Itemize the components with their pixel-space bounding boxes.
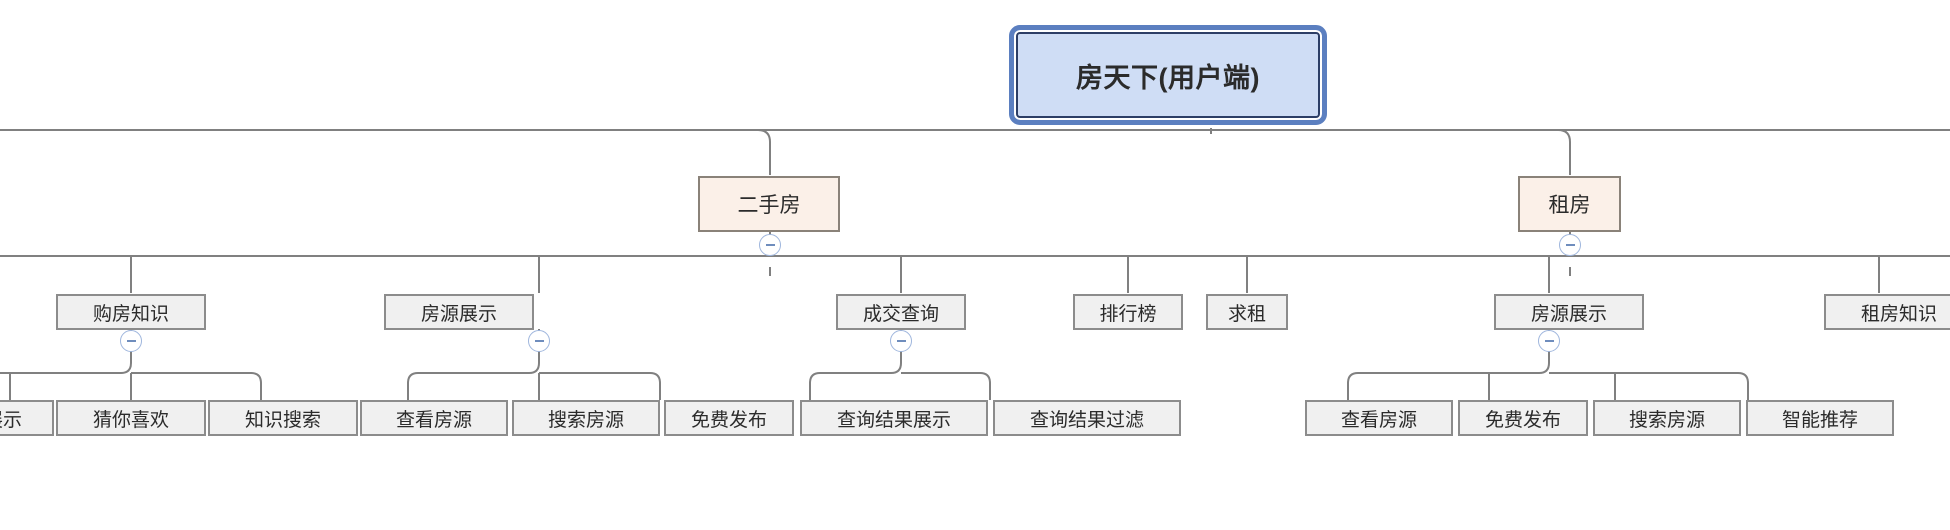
item-node-label: 房源展示: [1530, 303, 1607, 325]
leaf-node-label: 查看房源: [395, 409, 472, 431]
collapse-toggle-chengjiaochaxun[interactable]: [890, 330, 912, 352]
item-node-label: 租房知识: [1860, 303, 1937, 325]
minus-circle-icon: [534, 340, 544, 342]
leaf-node-label: 知识搜索: [244, 409, 321, 431]
root-node[interactable]: 房天下(用户端): [1009, 25, 1327, 125]
leaf-node-label: 搜索房源: [547, 409, 624, 431]
leaf-node-sousuofangyuan-zufang[interactable]: 搜索房源: [1593, 400, 1741, 436]
leaf-node-mianfeifabu-ershou[interactable]: 免费发布: [664, 400, 794, 436]
minus-circle-icon: [1565, 244, 1575, 246]
item-node-label: 排行榜: [1099, 303, 1157, 325]
leaf-node-chakanfangyuan-zufang[interactable]: 查看房源: [1305, 400, 1453, 436]
collapse-toggle-fangyuanzhanshi-zufang[interactable]: [1538, 330, 1560, 352]
leaf-node-label: 展示: [0, 409, 22, 431]
collapse-toggle-goufangzhishi[interactable]: [120, 330, 142, 352]
leaf-node-label: 智能推荐: [1781, 409, 1858, 431]
minus-circle-icon: [896, 340, 906, 342]
leaf-node-label: 免费发布: [1484, 409, 1561, 431]
leaf-node-zhishisousuo[interactable]: 知识搜索: [208, 400, 358, 436]
minus-circle-icon: [1544, 340, 1554, 342]
item-node-fangyuanzhanshi-zufang[interactable]: 房源展示: [1494, 294, 1644, 330]
item-node-label: 求租: [1227, 303, 1266, 325]
leaf-node-mianfeifabu-zufang[interactable]: 免费发布: [1458, 400, 1588, 436]
leaf-node-label: 免费发布: [690, 409, 767, 431]
leaf-node-zhanshi[interactable]: 展示: [0, 400, 54, 436]
item-node-label: 成交查询: [862, 303, 939, 325]
leaf-node-zhinengtuijian[interactable]: 智能推荐: [1746, 400, 1894, 436]
collapse-toggle-fangyuanzhanshi-ershou[interactable]: [528, 330, 550, 352]
leaf-node-chaxunjieguozhanshi[interactable]: 查询结果展示: [800, 400, 988, 436]
leaf-node-sousuofangyuan-ershou[interactable]: 搜索房源: [512, 400, 660, 436]
branch-node-zufang[interactable]: 租房: [1518, 176, 1621, 232]
item-node-fangyuanzhanshi-ershou[interactable]: 房源展示: [384, 294, 534, 330]
minus-circle-icon: [126, 340, 136, 342]
item-node-qiuzu[interactable]: 求租: [1206, 294, 1288, 330]
leaf-node-label: 查询结果展示: [836, 409, 951, 431]
leaf-node-cainixihuan[interactable]: 猜你喜欢: [56, 400, 206, 436]
root-node-label: 房天下(用户端): [1076, 62, 1260, 93]
item-node-goufangzhishi[interactable]: 购房知识: [56, 294, 206, 330]
item-node-zufangzhishi[interactable]: 租房知识: [1824, 294, 1950, 330]
branch-node-label: 二手房: [737, 194, 801, 217]
leaf-node-chakanfangyuan-ershou[interactable]: 查看房源: [360, 400, 508, 436]
item-node-paihangbang[interactable]: 排行榜: [1073, 294, 1183, 330]
leaf-node-label: 查看房源: [1340, 409, 1417, 431]
branch-node-label: 租房: [1548, 194, 1591, 217]
leaf-node-label: 猜你喜欢: [92, 409, 169, 431]
leaf-node-chaxunjieguoguolv[interactable]: 查询结果过滤: [993, 400, 1181, 436]
branch-node-ershoufang[interactable]: 二手房: [698, 176, 840, 232]
minus-circle-icon: [765, 244, 775, 246]
leaf-node-label: 搜索房源: [1628, 409, 1705, 431]
leaf-node-label: 查询结果过滤: [1029, 409, 1144, 431]
collapse-toggle-zufang[interactable]: [1559, 234, 1581, 256]
item-node-label: 购房知识: [92, 303, 169, 325]
item-node-label: 房源展示: [420, 303, 497, 325]
item-node-chengjiaochaxun[interactable]: 成交查询: [836, 294, 966, 330]
collapse-toggle-ershoufang[interactable]: [759, 234, 781, 256]
